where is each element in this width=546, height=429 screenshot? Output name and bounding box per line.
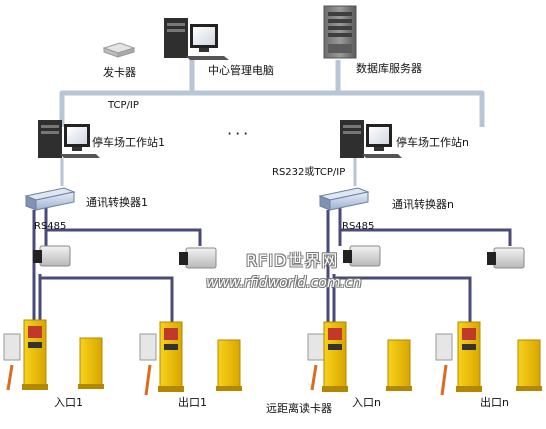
camera-entrance-1: [33, 245, 71, 267]
exit-1-equipment: [139, 321, 242, 396]
converter-1-label: 通讯转换器1: [86, 196, 148, 209]
tcpip-bus: [59, 57, 485, 127]
workstation-n: [340, 120, 402, 158]
workstation-n-label: 停车场工作站n: [396, 136, 469, 149]
converter-n-label: 通讯转换器n: [392, 198, 454, 211]
entrance-1-equipment: [3, 319, 104, 391]
entrance-n-label: 入口n: [352, 396, 381, 409]
converter-1: [24, 187, 76, 211]
entrance-1-label: 入口1: [54, 396, 83, 409]
tcpip-label: TCP/IP: [108, 100, 139, 111]
camera-entrance-n: [343, 245, 381, 267]
rs485-wiring-right: [326, 205, 512, 322]
rs485-right-label: RS485: [342, 221, 375, 232]
rs485-wiring-left: [32, 205, 202, 322]
center-pc-label: 中心管理电脑: [208, 64, 274, 77]
db-server-label: 数据库服务器: [356, 62, 422, 75]
watermark-line-2: www.rfidworld.com.cn: [206, 275, 362, 291]
exit-1-label: 出口1: [178, 396, 207, 409]
center-pc: [164, 18, 229, 60]
workstation-1: [38, 120, 100, 158]
station-cables: [60, 158, 357, 186]
workstation-1-label: 停车场工作站1: [92, 136, 165, 149]
long-range-reader-label: 远距离读卡器: [266, 402, 332, 415]
watermark-line-1: RFID世界网: [246, 251, 339, 270]
exit-n-equipment: [435, 321, 542, 396]
rs485-left-label: RS485: [34, 221, 67, 232]
camera-exit-1: [179, 247, 217, 269]
exit-n-label: 出口n: [480, 396, 509, 409]
camera-exit-n: [487, 247, 525, 269]
ellipsis-dots: ···: [227, 124, 252, 143]
rs232-tcpip-label: RS232或TCP/IP: [272, 167, 346, 178]
entrance-n-equipment: [307, 321, 412, 392]
card-issuer-device: [102, 42, 136, 58]
card-issuer-label: 发卡器: [103, 66, 136, 79]
converter-n: [318, 187, 370, 211]
database-server: [323, 5, 357, 59]
